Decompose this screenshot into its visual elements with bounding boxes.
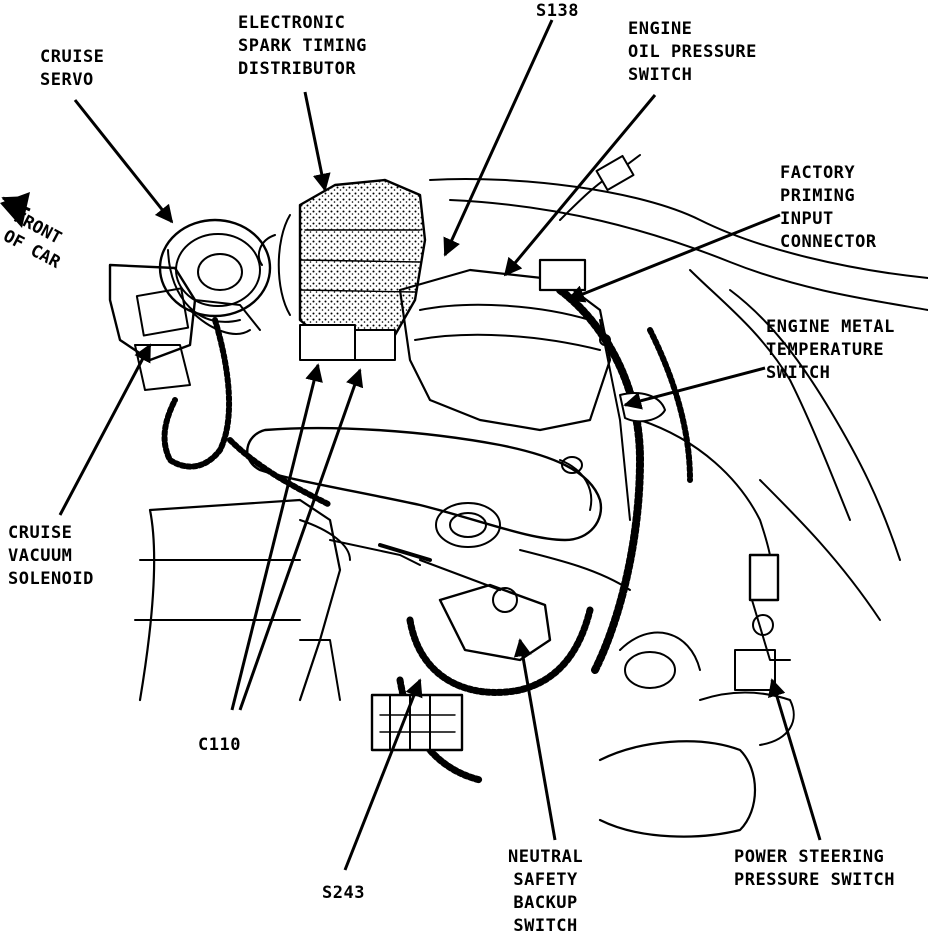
distributor-cap-connector [299,324,356,361]
fender-edge-right [689,269,851,521]
intake-manifold [398,268,612,432]
label-cruise-vacuum: CRUISE VACUUM SOLENOID [8,523,94,589]
manifold-runner [246,426,603,542]
label-oil-pressure: ENGINE OIL PRESSURE SWITCH [628,19,757,85]
harness-left [161,317,233,470]
distributor-body [298,178,427,347]
label-c110: C110 [198,735,241,755]
neutral-safety-switch [438,583,552,662]
steering-gear [598,740,757,838]
arrow-s138 [443,19,554,257]
arrow-cruise-servo [73,99,174,224]
s243-connector [370,693,464,752]
harness-lower [406,606,594,696]
engine-block [138,498,342,702]
label-cruise-servo: CRUISE SERVO [40,47,105,90]
fender-line-lower [449,199,928,311]
dipstick [599,319,631,521]
label-metal-temp: ENGINE METAL TEMPERATURE SWITCH [766,317,895,383]
arrow-c110-a [230,363,323,711]
fender-line-upper [429,178,928,279]
priming-connector [538,258,587,292]
fender-edge-right-2 [729,289,901,561]
power-steering-switch [748,553,780,602]
label-s243: S243 [322,883,365,903]
cruise-bracket [108,263,197,362]
oil-filler [435,502,501,548]
front-arrow-head [0,192,30,228]
harness-right [556,286,644,674]
arrow-oil-pressure [503,94,657,277]
label-priming-connector: FACTORY PRIMING INPUT CONNECTOR [780,163,877,252]
arrow-priming [566,213,781,303]
label-power-steering: POWER STEERING PRESSURE SWITCH [734,847,896,890]
arrow-c110-b [238,368,364,711]
label-distributor: ELECTRONIC SPARK TIMING DISTRIBUTOR [238,13,367,79]
arrow-cruise-vacuum [58,343,152,516]
arrow-neutral [513,638,557,841]
arrow-distributor [303,91,331,192]
label-s138: S138 [536,1,579,21]
arrow-s243 [343,678,423,871]
arrow-metal-temp [623,366,766,410]
label-neutral-safety: NEUTRAL SAFETY BACKUP SWITCH [508,847,584,936]
arrow-power-steering [768,678,822,841]
